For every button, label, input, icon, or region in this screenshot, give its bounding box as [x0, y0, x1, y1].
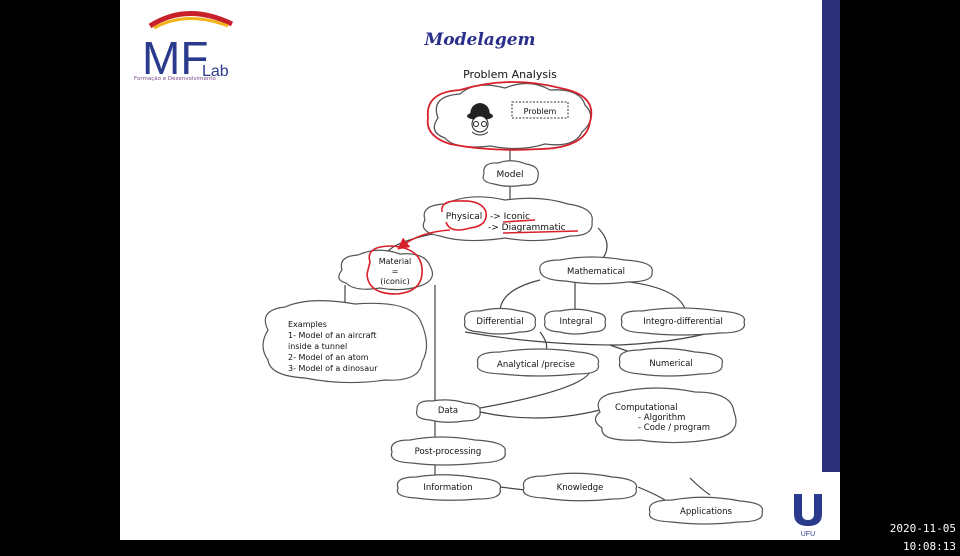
examples-line-4: 2- Model of an atom [288, 353, 369, 362]
computational-line-2: - Algorithm [638, 413, 685, 423]
analytical-label: Analytical /precise [497, 360, 575, 370]
mathematical-label: Mathematical [567, 267, 625, 277]
differential-cloud: Differential [463, 307, 537, 335]
iconic-label: -> Iconic [490, 212, 530, 222]
logo-mf-text: MF [142, 32, 208, 84]
post-processing-cloud: Post-processing [390, 436, 506, 466]
iconic-underline [502, 219, 536, 223]
analytical-cloud: Analytical /precise [476, 348, 600, 377]
integral-label: Integral [560, 317, 593, 327]
integral-cloud: Integral [543, 308, 607, 335]
applications-cloud: Applications [648, 496, 764, 525]
knowledge-cloud: Knowledge [522, 472, 638, 502]
integro-differential-label: Integro-differential [643, 317, 723, 327]
numerical-cloud: Numerical [618, 347, 724, 377]
examples-cloud: Examples 1- Model of an aircraft inside … [262, 300, 428, 384]
integro-differential-cloud: Integro-differential [620, 307, 746, 336]
examples-line-5: 3- Model of a dinosaur [288, 364, 378, 373]
computational-line-1: Computational [615, 403, 678, 413]
model-label: Model [496, 170, 523, 180]
material-cloud: Material = (iconic) [338, 245, 433, 295]
ufu-logo-text: UFU [801, 531, 815, 538]
ufu-logo: UFU [794, 494, 822, 538]
slide-side-bar [822, 0, 840, 472]
model-cloud: Model [482, 160, 539, 187]
logo-tagline: Formação e Desenvolvimento [134, 76, 216, 82]
problem-label: Problem [524, 107, 557, 116]
slide-title: Modelagem [424, 30, 536, 50]
data-cloud: Data [415, 399, 481, 423]
information-cloud: Information [396, 474, 502, 501]
information-label: Information [423, 483, 472, 493]
physical-annotation-circle [441, 200, 487, 231]
applications-label: Applications [680, 507, 732, 517]
problem-analysis-diagram: Problem Analysis Problem Model Physi [262, 68, 764, 525]
material-line-2: = [392, 267, 399, 276]
recording-timestamp: 2020-11-05 10:08:13 [889, 522, 956, 553]
examples-line-2: 1- Model of an aircraft [288, 331, 377, 340]
physical-label: Physical [446, 212, 483, 222]
diagram-heading: Problem Analysis [463, 68, 557, 81]
computational-cloud: Computational - Algorithm - Code / progr… [594, 387, 737, 444]
problem-annotation-circle [426, 81, 593, 151]
mathematical-cloud: Mathematical [539, 256, 653, 285]
logo-lab-text: Lab [202, 63, 229, 80]
numerical-label: Numerical [649, 359, 692, 369]
differential-label: Differential [476, 317, 523, 327]
post-processing-label: Post-processing [415, 447, 482, 457]
diagrammatic-underline [502, 230, 579, 234]
diagrammatic-label: -> Diagrammatic [488, 223, 566, 233]
data-label: Data [438, 406, 458, 416]
mf-lab-logo: MF Lab [142, 11, 234, 84]
material-line-3: (iconic) [380, 277, 409, 286]
problem-cloud: Problem [426, 81, 593, 151]
examples-line-3: inside a tunnel [288, 342, 347, 351]
annotation-arrow [397, 229, 451, 250]
material-line-1: Material [379, 257, 412, 266]
computational-line-3: - Code / program [638, 423, 710, 433]
thinking-person-icon [467, 103, 493, 136]
examples-line-1: Examples [288, 320, 327, 329]
physical-cloud: Physical -> Iconic -> Diagrammatic [397, 196, 593, 250]
material-annotation-circle [366, 245, 423, 295]
slide: MF Lab Formação e Desenvolvimento Modela… [120, 0, 840, 540]
knowledge-label: Knowledge [557, 483, 604, 493]
